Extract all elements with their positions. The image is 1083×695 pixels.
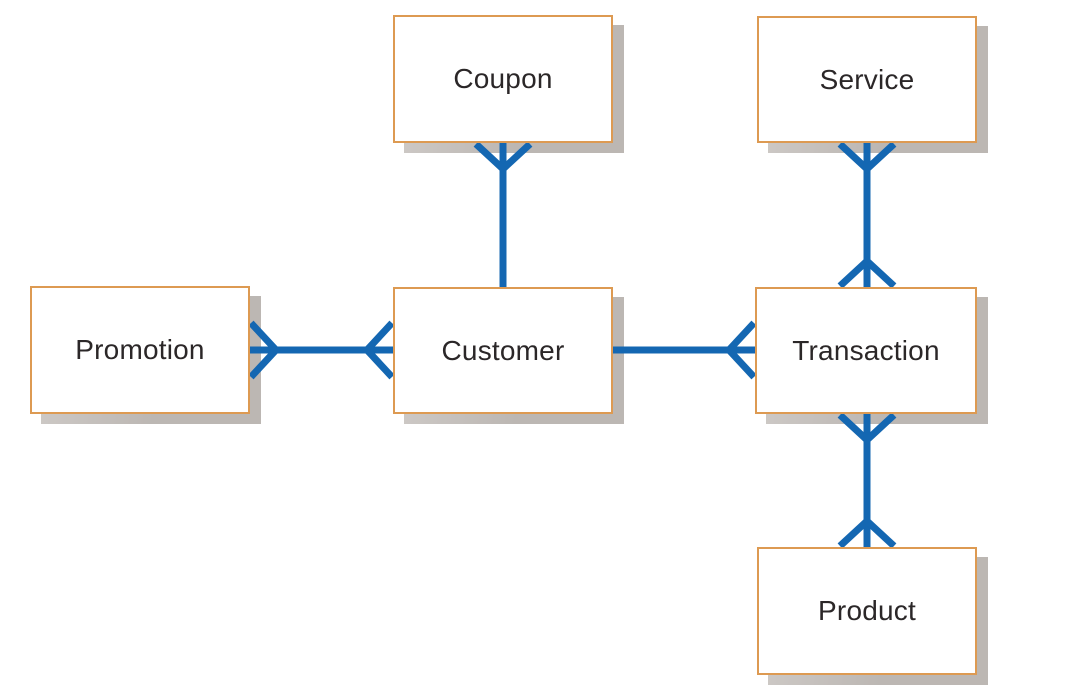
entity-label-customer: Customer [441, 334, 565, 366]
crows-foot-many-icon-customer-end [362, 320, 395, 380]
crows-foot-many-icon-coupon-end [473, 141, 533, 174]
entity-transaction: Transaction [755, 287, 977, 414]
entity-customer: Customer [393, 287, 613, 414]
entity-service: Service [757, 16, 977, 143]
entity-coupon: Coupon [393, 15, 613, 143]
connector-service-transaction [837, 140, 897, 290]
entity-product: Product [757, 547, 977, 675]
entity-label-product: Product [818, 595, 916, 626]
crows-foot-many-icon-service-end [837, 141, 897, 174]
crows-foot-many-icon-transaction-end [837, 412, 897, 445]
connector-transaction-product [837, 411, 897, 550]
entity-label-transaction: Transaction [792, 334, 940, 366]
entity-label-coupon: Coupon [453, 63, 553, 94]
connector-customer-coupon [473, 140, 533, 290]
connector-customer-transaction [610, 320, 758, 380]
entity-label-promotion: Promotion [75, 334, 205, 365]
entity-promotion: Promotion [30, 286, 250, 414]
crows-foot-many-icon-transaction-end [837, 256, 897, 289]
crows-foot-many-icon-transaction-end [724, 320, 757, 380]
crows-foot-many-icon-product-end [837, 516, 897, 549]
crows-foot-many-icon-promotion-end [248, 320, 281, 380]
entity-label-service: Service [819, 63, 915, 95]
connector-promotion-customer [247, 320, 396, 380]
